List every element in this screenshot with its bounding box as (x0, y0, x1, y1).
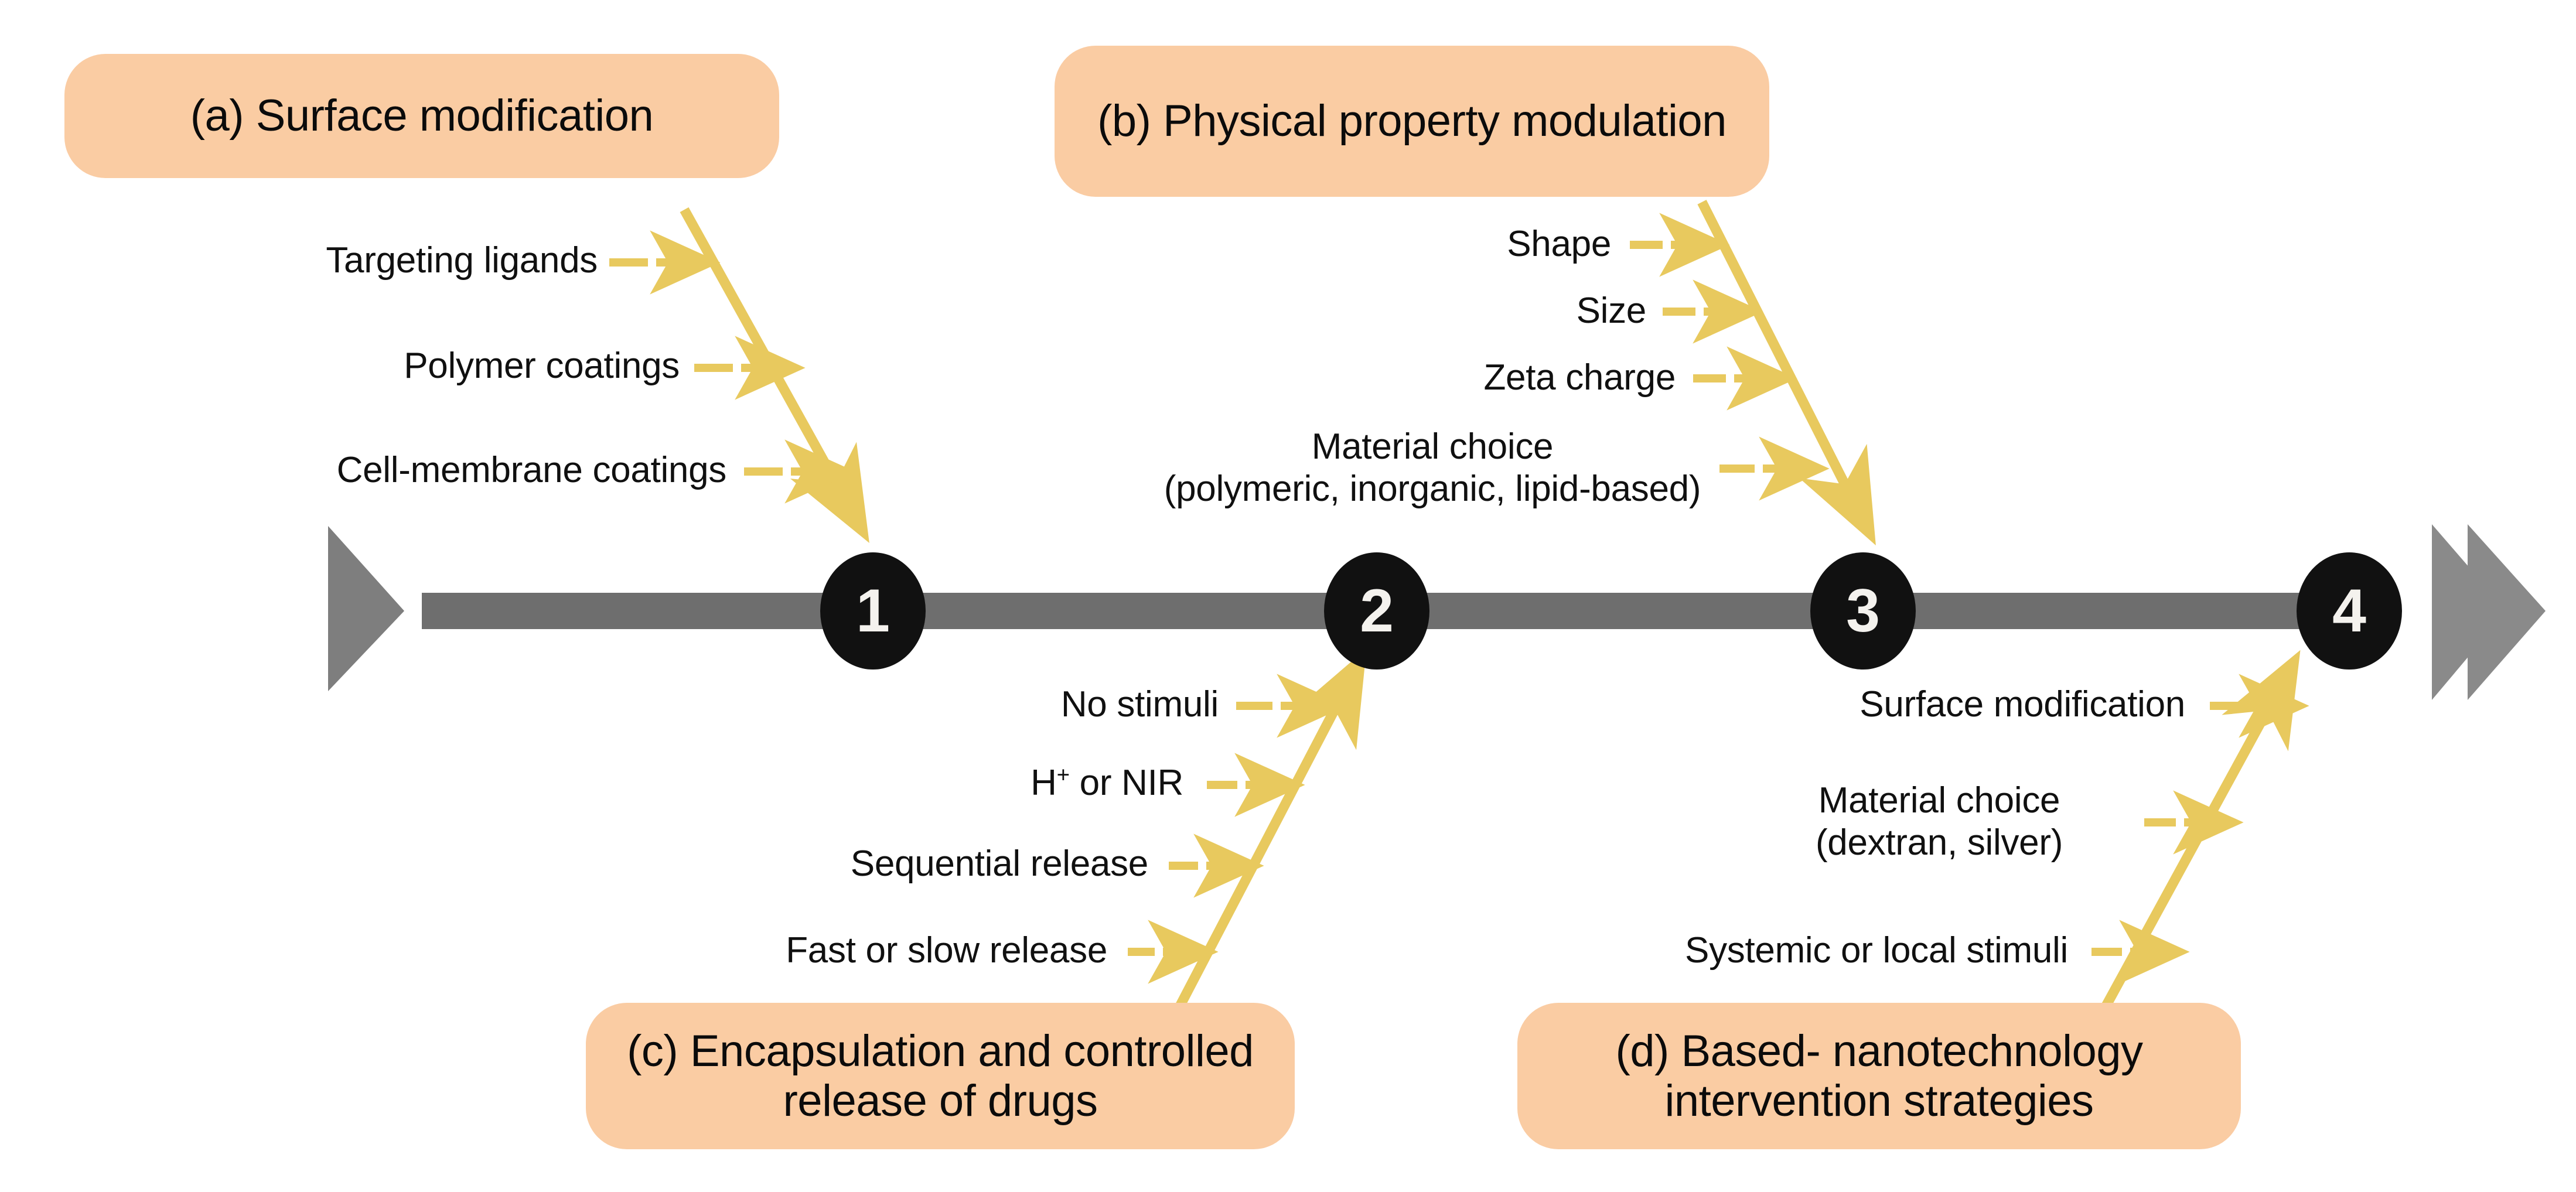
label-b-material-choice-detail: (polymeric, inorganic, lipid-based) (1164, 469, 1701, 509)
title-box-b[interactable]: (b) Physical property modulation (1055, 46, 1769, 197)
title-box-a[interactable]: (a) Surface modification (64, 54, 779, 178)
label-b-zeta-charge: Zeta charge (1483, 357, 1676, 398)
connector-c-to-node2 (1173, 648, 1367, 1013)
label-b-shape: Shape (1507, 224, 1611, 264)
label-a-polymer-coatings: Polymer coatings (404, 346, 680, 386)
double-chevron-right-icon-part2 (2468, 524, 2546, 700)
timeline-node-1[interactable] (820, 552, 926, 670)
label-c-no-stimuli: No stimuli (1060, 684, 1219, 725)
timeline-node-4[interactable] (2297, 552, 2402, 670)
title-box-c[interactable]: (c) Encapsulation and controlled release… (586, 1003, 1295, 1149)
label-b-material-choice: Material choice (1311, 426, 1554, 467)
timeline-node-3[interactable] (1810, 552, 1916, 670)
label-c-h-or-nir: H+ or NIR (1031, 762, 1183, 803)
label-d-systemic-or-local-stimuli: Systemic or local stimuli (1685, 930, 2068, 971)
label-d-material-choice-detail: (dextran, silver) (1815, 822, 2063, 863)
label-c-fast-or-slow-release: Fast or slow release (786, 930, 1107, 971)
label-a-cell-membrane-coatings: Cell-membrane coatings (336, 450, 727, 490)
triangle-right-icon (328, 526, 404, 691)
label-b-size: Size (1576, 291, 1647, 331)
connector-d-to-node4 (2099, 650, 2301, 1014)
timeline-node-2[interactable] (1324, 552, 1429, 670)
label-d-material-choice: Material choice (1818, 780, 2060, 821)
label-c-sequential-release: Sequential release (850, 843, 1149, 884)
title-box-d[interactable]: (d) Based- nanotechnology intervention s… (1517, 1003, 2241, 1149)
label-d-surface-modification: Surface modification (1860, 684, 2185, 725)
label-a-targeting-ligands: Targeting ligands (326, 240, 598, 281)
